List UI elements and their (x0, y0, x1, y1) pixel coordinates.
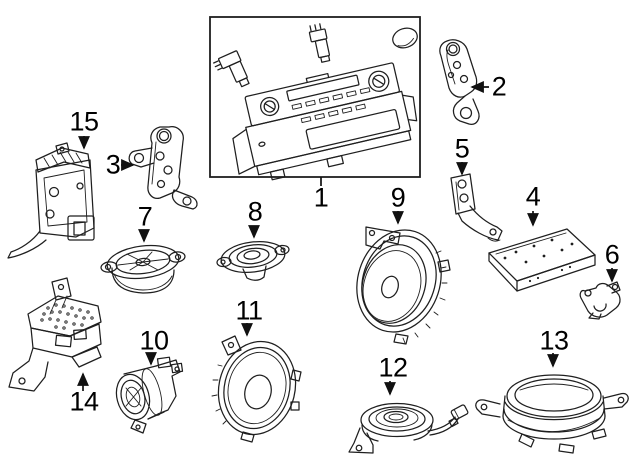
part-12-speaker-drawing (348, 402, 469, 454)
part-8-tweeter-drawing (216, 240, 290, 281)
callout-5[interactable]: 5 (454, 133, 470, 164)
part-6-bracket-drawing (579, 281, 621, 320)
part-9-speaker-drawing (356, 226, 451, 345)
callout-9[interactable]: 9 (390, 182, 406, 213)
part-5-bracket-drawing (450, 173, 503, 242)
callout-14[interactable]: 14 (69, 386, 99, 417)
part-13-subwoofer-drawing (475, 374, 629, 454)
part-11-speaker-drawing (211, 335, 302, 443)
callout-11[interactable]: 11 (235, 295, 263, 326)
callout-4[interactable]: 4 (525, 181, 541, 212)
callout-arrows (77, 81, 618, 396)
part-4-amplifier-drawing (488, 228, 596, 292)
callout-10[interactable]: 10 (139, 325, 169, 356)
part-15-bracket-drawing (7, 142, 95, 259)
callout-12[interactable]: 12 (378, 352, 408, 383)
part-14-bracket-drawing (8, 277, 102, 392)
callout-1[interactable]: 1 (313, 182, 329, 213)
part-7-speaker-drawing (100, 244, 186, 294)
callout-13[interactable]: 13 (539, 325, 569, 356)
callout-8[interactable]: 8 (247, 196, 263, 227)
part-1-radio-receiver-drawing (209, 16, 421, 181)
part-3-bracket-drawing (128, 126, 198, 210)
callout-3[interactable]: 3 (105, 149, 121, 180)
callout-2[interactable]: 2 (491, 71, 507, 102)
part-10-tweeter-bracket-drawing (115, 356, 184, 434)
callout-15[interactable]: 15 (69, 106, 99, 137)
part-2-bracket-drawing (439, 39, 480, 125)
callout-7[interactable]: 7 (137, 201, 153, 232)
callout-6[interactable]: 6 (604, 239, 620, 270)
